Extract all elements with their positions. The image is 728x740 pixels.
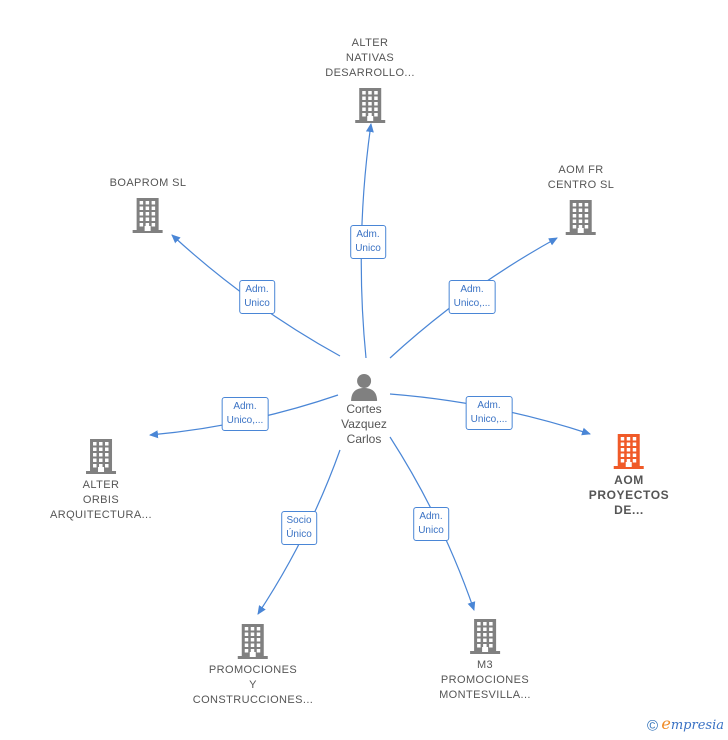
center-name-line-1: Cortes — [346, 402, 382, 416]
edge-label-line: Unico — [355, 243, 381, 254]
company-name-line: DESARROLLO... — [325, 67, 415, 79]
company-name-line: NATIVAS — [345, 52, 395, 64]
edge-label-line: Unico — [418, 525, 444, 536]
building-icon — [566, 200, 596, 235]
company-name-line: BOAPROM SL — [109, 177, 187, 189]
edge-label-aom-fr[interactable]: Adm. Unico,... — [448, 280, 496, 314]
company-name-line: ALTER — [82, 479, 120, 491]
edge-label-line: Adm. — [233, 401, 257, 412]
edge-label-line: Adm. — [356, 229, 380, 240]
building-icon — [614, 434, 644, 469]
building-icon — [469, 619, 500, 654]
edge-label-line: Unico,... — [470, 414, 508, 425]
center-person[interactable]: Cortes Vazquez Carlos — [341, 372, 387, 447]
edge-label-alter-orbis[interactable]: Adm. Unico,... — [221, 397, 269, 431]
building-icon — [85, 439, 116, 474]
building-icon — [237, 624, 268, 659]
edge-label-line: Unico,... — [226, 415, 264, 426]
company-name-line: DE... — [614, 503, 644, 517]
edge-label-line: Adm. — [245, 284, 269, 295]
company-name-line: MONTESVILLA... — [439, 689, 531, 701]
edge-label-line: Socio — [286, 515, 312, 526]
edge-label-line: Adm. — [460, 284, 484, 295]
company-name-line: AOM FR — [558, 164, 604, 176]
company-name-line: PROMOCIONES — [440, 674, 530, 686]
edge-label-line: Unico — [244, 298, 270, 309]
center-name-line-2: Vazquez — [341, 417, 387, 431]
edge-label-aom-proyectos[interactable]: Adm. Unico,... — [465, 396, 513, 430]
company-node-alter-orbis[interactable]: ALTER ORBIS ARQUITECTURA... — [50, 438, 152, 523]
company-name-line: M3 — [476, 659, 494, 671]
company-name-line: Y — [249, 679, 257, 691]
edge-label-line: Adm. — [477, 400, 501, 411]
center-name-line-3: Carlos — [346, 432, 382, 446]
company-node-aom-fr[interactable]: AOM FR CENTRO SL — [548, 163, 615, 235]
edge-label-line: Adm. — [419, 511, 443, 522]
company-node-boaprom[interactable]: BOAPROM SL — [110, 176, 187, 233]
company-name-line: PROYECTOS — [588, 488, 670, 502]
copyright-icon: © — [646, 717, 659, 734]
building-icon — [133, 198, 163, 233]
company-name-line: ARQUITECTURA... — [50, 509, 152, 521]
company-name-line: ALTER — [351, 37, 389, 49]
edge-label-alter-nativas[interactable]: Adm. Unico — [350, 225, 386, 259]
company-name-line: CONSTRUCCIONES... — [192, 694, 314, 706]
building-icon — [355, 88, 385, 123]
company-name-line: AOM — [614, 473, 644, 487]
edge-label-boaprom[interactable]: Adm. Unico — [239, 280, 275, 314]
brand-logo[interactable]: empresia — [661, 713, 724, 733]
footer-copyright: © empresia — [647, 714, 724, 734]
company-node-promociones[interactable]: PROMOCIONES Y CONSTRUCCIONES... — [193, 623, 313, 708]
company-name-line: ORBIS — [82, 494, 120, 506]
edge-label-m3[interactable]: Adm. Unico — [413, 507, 449, 541]
company-name-line: CENTRO SL — [547, 179, 615, 191]
person-icon — [351, 374, 377, 401]
company-name-line: PROMOCIONES — [208, 664, 298, 676]
edge-label-line: Unico,... — [453, 298, 491, 309]
company-node-alter-nativas[interactable]: ALTER NATIVAS DESARROLLO... — [325, 36, 415, 123]
edge-label-line: Único — [286, 529, 312, 540]
